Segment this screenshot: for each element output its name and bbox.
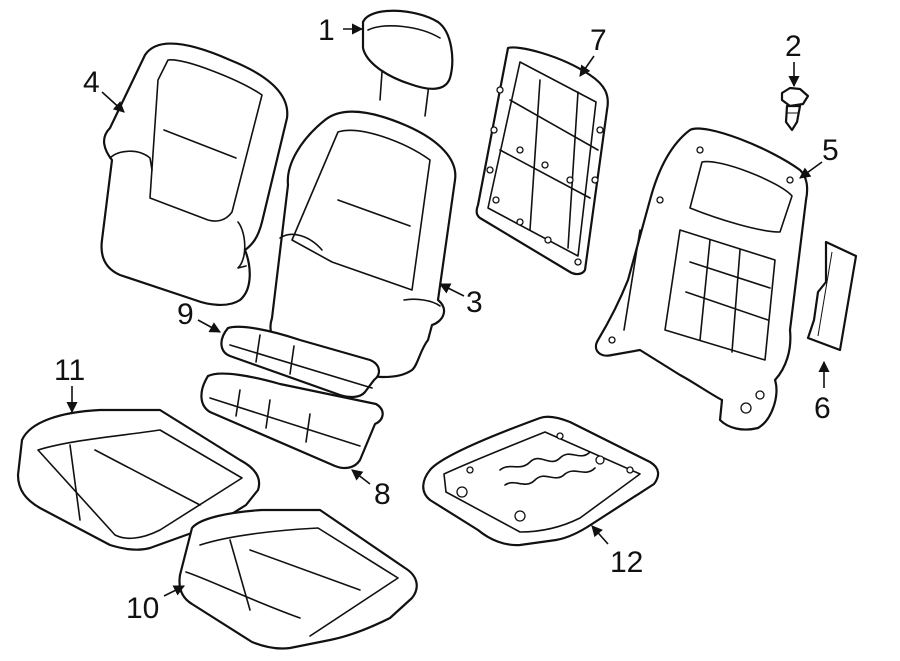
seat-back-cover-part <box>100 42 289 306</box>
leader-3 <box>438 283 465 297</box>
callout-4: 4 <box>83 66 100 99</box>
leader-12 <box>591 525 609 545</box>
leader-9 <box>197 319 221 333</box>
callout-6: 6 <box>814 392 831 425</box>
upper-pad-part <box>220 325 380 399</box>
leader-4 <box>101 91 125 113</box>
callout-12: 12 <box>610 546 643 579</box>
callout-10: 10 <box>126 592 159 625</box>
callout-11: 11 <box>54 354 85 387</box>
leader-10 <box>163 585 186 597</box>
callout-3: 3 <box>466 286 483 319</box>
back-panel-frame-part <box>475 46 609 276</box>
callout-5: 5 <box>822 134 839 167</box>
headrest-part <box>361 9 454 117</box>
callout-labels: 1 2 3 4 5 6 7 8 9 10 11 12 <box>54 14 839 625</box>
seat-cushion-pad-part <box>178 508 418 650</box>
callout-9: 9 <box>177 298 194 331</box>
lower-pad-part <box>200 372 384 470</box>
seat-back-frame-part <box>594 127 809 431</box>
clip-part <box>780 86 810 132</box>
callout-8: 8 <box>374 478 391 511</box>
seat-back-panel-part <box>269 110 457 379</box>
leader-7 <box>579 55 595 77</box>
callout-2: 2 <box>785 30 802 63</box>
leader-5 <box>799 161 823 179</box>
side-trim-part <box>806 240 858 352</box>
callout-7: 7 <box>590 24 607 57</box>
seat-pan-part <box>422 415 660 547</box>
callout-1: 1 <box>318 14 335 47</box>
leader-lines <box>66 23 830 597</box>
leader-8 <box>351 469 371 485</box>
